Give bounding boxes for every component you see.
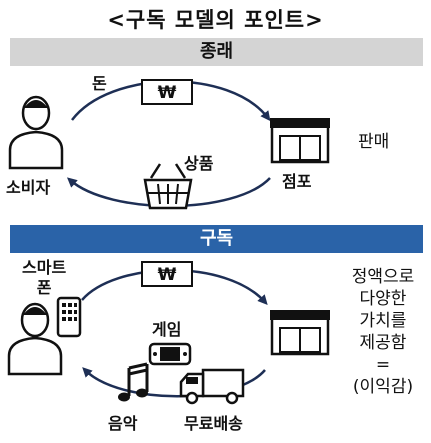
shopping-basket-icon [143, 163, 193, 210]
goods-label: 상품 [184, 154, 214, 173]
value-description: 정액으로 다양한 가치를 제공함 = (이익감) [338, 266, 428, 398]
music-label: 음악 [108, 414, 138, 433]
person-icon [8, 95, 64, 170]
won-bill-icon: ₩ [141, 261, 193, 287]
page-title: <구독 모델의 포인트> [107, 8, 324, 32]
consumer-label: 소비자 [6, 178, 51, 197]
delivery-truck-icon [179, 368, 245, 405]
smartphone-icon [56, 296, 82, 338]
value-line: = [375, 355, 391, 375]
store-icon [270, 310, 330, 356]
store-icon [270, 118, 330, 164]
subscription-header: 구독 [10, 225, 423, 253]
game-label: 게임 [152, 320, 182, 339]
value-line: 다양한 [359, 289, 407, 309]
money-label: 돈 [92, 74, 107, 93]
svg-text:₩: ₩ [158, 265, 177, 285]
value-line: 정액으로 [351, 267, 415, 287]
svg-text:₩: ₩ [158, 83, 177, 103]
smartphone-label: 스마트 폰 [22, 258, 67, 297]
game-console-icon [148, 342, 192, 366]
won-bill-icon: ₩ [141, 79, 193, 105]
value-line: (이익감) [352, 377, 414, 397]
traditional-header: 종래 [10, 38, 423, 66]
music-note-icon [118, 362, 149, 402]
sales-label: 판매 [358, 132, 390, 152]
free-shipping-label: 무료배송 [184, 414, 243, 433]
person-icon [7, 302, 63, 376]
value-line: 가치를 [359, 311, 407, 331]
store-label: 점포 [282, 172, 312, 191]
value-line: 제공함 [359, 333, 407, 353]
value-flow-arrow [82, 367, 266, 398]
